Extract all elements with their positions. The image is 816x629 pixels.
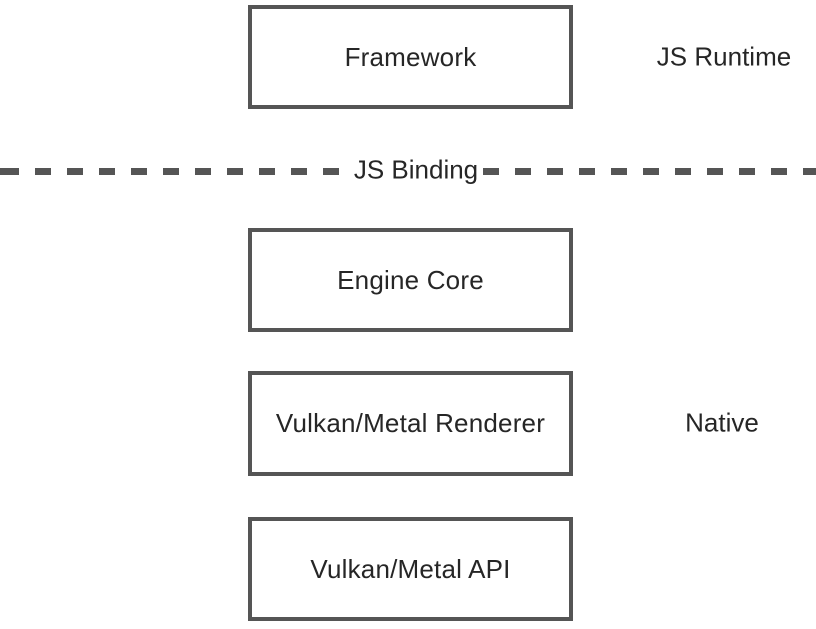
framework-box-label: Framework — [344, 41, 477, 72]
vulkan-metal-api-box-label: Vulkan/Metal API — [310, 553, 511, 584]
framework-box: Framework — [248, 5, 573, 109]
vulkan-metal-renderer-box: Vulkan/Metal Renderer — [248, 371, 573, 476]
native-label: Native — [685, 407, 759, 438]
engine-core-box: Engine Core — [248, 228, 573, 332]
vulkan-metal-renderer-box-label: Vulkan/Metal Renderer — [275, 408, 546, 438]
vulkan-metal-api-box: Vulkan/Metal API — [248, 517, 573, 621]
engine-core-box-label: Engine Core — [337, 264, 484, 295]
js-runtime-label: JS Runtime — [656, 41, 792, 72]
js-binding-label: JS Binding — [351, 154, 481, 186]
